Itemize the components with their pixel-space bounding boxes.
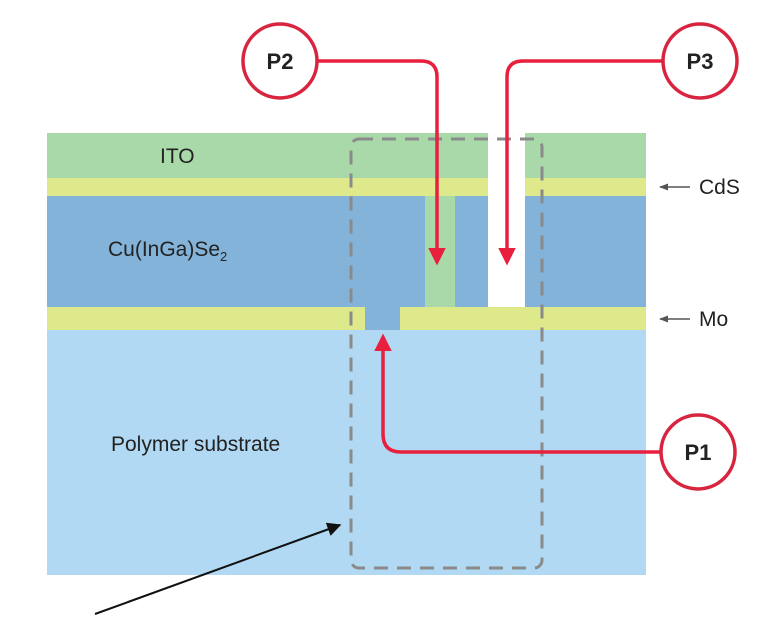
cds-layer-middle <box>425 178 488 196</box>
p2-scribe-groove <box>425 196 455 307</box>
polymer-substrate-label: Polymer substrate <box>111 433 280 456</box>
p3-scribe-arrow <box>498 59 662 266</box>
p3-marker-label: P3 <box>687 49 714 74</box>
ito-layer-right <box>525 133 646 178</box>
p2-marker-label: P2 <box>267 49 294 74</box>
cds-layer-left <box>47 178 425 196</box>
cigs-layer-middle <box>455 196 488 307</box>
p1-scribe-groove <box>365 307 400 330</box>
cigs-layer-left <box>47 196 425 307</box>
p1-marker-circle <box>659 413 737 491</box>
cigs-layer-right <box>525 196 646 307</box>
p1-marker-label: P1 <box>685 440 712 465</box>
p1-scribe-arrow <box>374 333 661 454</box>
ito-layer-left <box>47 133 488 178</box>
cds-label: CdS <box>699 176 740 199</box>
p2-marker-circle <box>241 22 319 100</box>
mo-layer-right <box>400 307 646 330</box>
p2-scribe-arrow <box>318 59 446 266</box>
interconnect-dashed-box <box>349 137 544 570</box>
mo-label: Mo <box>699 308 728 331</box>
p3-marker-circle <box>661 22 739 100</box>
ito-label: ITO <box>160 145 195 168</box>
cigs-label: Cu(InGa)Se2 <box>108 238 227 264</box>
mo-layer-left <box>47 307 365 330</box>
interconnect-pointer-arrow <box>94 522 342 615</box>
cds-layer-right <box>525 178 646 196</box>
